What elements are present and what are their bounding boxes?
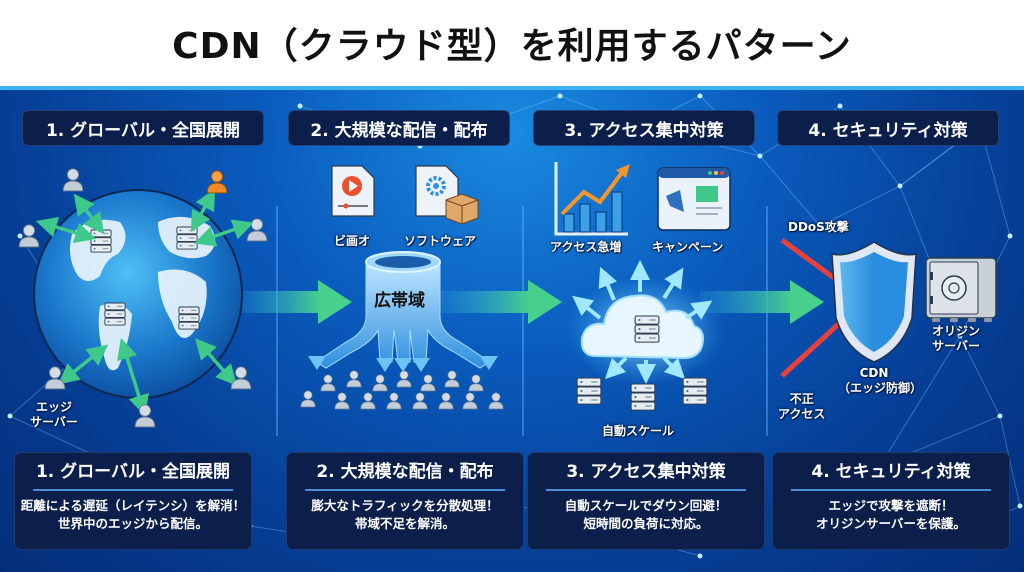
shield-icon xyxy=(831,241,917,363)
edge-server-label-line: サーバー xyxy=(30,415,78,429)
server-icon xyxy=(576,377,602,405)
network-node xyxy=(297,103,303,109)
flow-arrow xyxy=(700,280,824,324)
title-bar: CDN（クラウド型）を利用するパターン xyxy=(0,0,1024,86)
server-icon xyxy=(682,377,708,405)
card-title: 4. セキュリティ対策 xyxy=(811,462,971,482)
network-node xyxy=(697,93,703,99)
network-line xyxy=(759,155,821,227)
server-icon xyxy=(630,383,656,411)
chart-icon xyxy=(554,162,630,236)
card-divider xyxy=(791,489,991,491)
box-icon xyxy=(445,193,479,225)
section-1-card: 1. グローバル・全国展開 距離による遅延（レイテンシ）を解消！ 世界中のエッジ… xyxy=(14,452,252,550)
video-label: ビ画オ xyxy=(334,234,371,248)
card-description: オリジンサーバーを保護。 xyxy=(816,516,966,531)
cdn-label-line: （エッジ防御） xyxy=(838,381,923,395)
section-divider xyxy=(522,206,524,436)
megaphone-window-icon xyxy=(657,167,731,231)
origin-label-line: オリジン xyxy=(932,324,981,338)
campaign-label: キャンペーン xyxy=(652,240,724,254)
card-title: 2. 大規模な配信・配布 xyxy=(316,462,494,482)
cloud-icon xyxy=(565,260,725,411)
diagram-illustrations xyxy=(18,162,998,540)
unauthorized-access-label: 不正 アクセス xyxy=(778,392,825,422)
flow-arrow xyxy=(240,280,352,324)
section-divider xyxy=(766,206,768,436)
audience-users xyxy=(300,370,504,410)
card-description: 自動スケールでダウン回避！ xyxy=(564,498,728,513)
network-node xyxy=(997,413,1003,419)
network-line xyxy=(819,185,901,227)
card-description: 世界中のエッジから配信。 xyxy=(57,516,208,531)
auto-scale-label: 自動スケール xyxy=(602,424,675,438)
card-description: 短時間の負荷に対応。 xyxy=(583,516,709,531)
network-line xyxy=(879,335,961,467)
section-2-card: 2. 大規模な配信・配布 膨大なトラフィックを分散処理！ 帯域不足を解消。 xyxy=(286,452,524,550)
network-node xyxy=(837,103,843,109)
network-node xyxy=(697,553,703,559)
card-description: 距離による遅延（レイテンシ）を解消！ xyxy=(20,498,246,513)
card-description: 膨大なトラフィックを分散処理！ xyxy=(311,498,499,513)
connection-arrows xyxy=(35,188,254,417)
network-node xyxy=(817,223,823,229)
card-divider xyxy=(546,489,746,491)
page-title: CDN（クラウド型）を利用するパターン xyxy=(172,26,852,67)
server-icon xyxy=(104,302,126,326)
network-node xyxy=(1017,503,1023,509)
safe-icon xyxy=(925,257,997,322)
software-label: ソフトウェア xyxy=(404,234,477,248)
card-title: 1. グローバル・全国展開 xyxy=(35,462,231,482)
network-line xyxy=(999,415,1021,507)
section-4-card: 4. セキュリティ対策 エッジで攻撃を遮断！ オリジンサーバーを保護。 xyxy=(772,452,1010,550)
card-divider xyxy=(33,489,233,491)
video-file-icon xyxy=(331,165,375,217)
section-3-heading: 3. アクセス集中対策 xyxy=(533,110,755,146)
funnel-icon xyxy=(308,251,498,372)
unauthorized-label-line: アクセス xyxy=(778,407,826,421)
cdn-label-line: CDN xyxy=(859,366,889,380)
section-4-heading: 4. セキュリティ対策 xyxy=(777,110,999,146)
flow-arrow xyxy=(440,280,562,324)
section-2-heading: 2. 大規模な配信・配布 xyxy=(288,110,510,146)
card-description: 帯域不足を解消。 xyxy=(354,516,455,531)
globe-icon xyxy=(33,189,243,399)
section-3-card: 3. アクセス集中対策 自動スケールでダウン回避！ 短時間の負荷に対応。 xyxy=(527,452,765,550)
bandwidth-label: 広帯域 xyxy=(374,291,425,311)
diagram-stage: 1. グローバル・全国展開 2. 大規模な配信・配布 3. アクセス集中対策 4… xyxy=(0,86,1024,572)
network-node xyxy=(557,93,563,99)
cdn-label: CDN （エッジ防御） xyxy=(838,366,923,396)
network-node xyxy=(957,333,963,339)
server-icon xyxy=(634,315,660,343)
section-divider xyxy=(276,206,278,436)
card-description: エッジで攻撃を遮断！ xyxy=(828,498,954,513)
card-title: 3. アクセス集中対策 xyxy=(566,462,726,482)
network-node xyxy=(17,233,23,239)
section-1-heading: 1. グローバル・全国展開 xyxy=(22,110,264,146)
access-spike-label: アクセス急増 xyxy=(550,240,622,254)
server-icon xyxy=(90,229,112,253)
origin-label-line: サーバー xyxy=(932,339,980,353)
card-divider xyxy=(305,489,505,491)
network-node xyxy=(1007,233,1013,239)
origin-server-label: オリジン サーバー xyxy=(932,324,980,354)
ddos-label: DDoS攻撃 xyxy=(788,220,849,234)
network-node xyxy=(897,183,903,189)
network-node xyxy=(757,153,763,159)
server-icon xyxy=(176,226,198,250)
edge-server-label-line: エッジ xyxy=(35,400,72,414)
network-line xyxy=(959,335,1001,417)
server-icon xyxy=(178,306,200,330)
network-node xyxy=(7,413,13,419)
edge-server-label: エッジ サーバー xyxy=(30,400,78,430)
unauthorized-label-line: 不正 xyxy=(789,392,814,406)
